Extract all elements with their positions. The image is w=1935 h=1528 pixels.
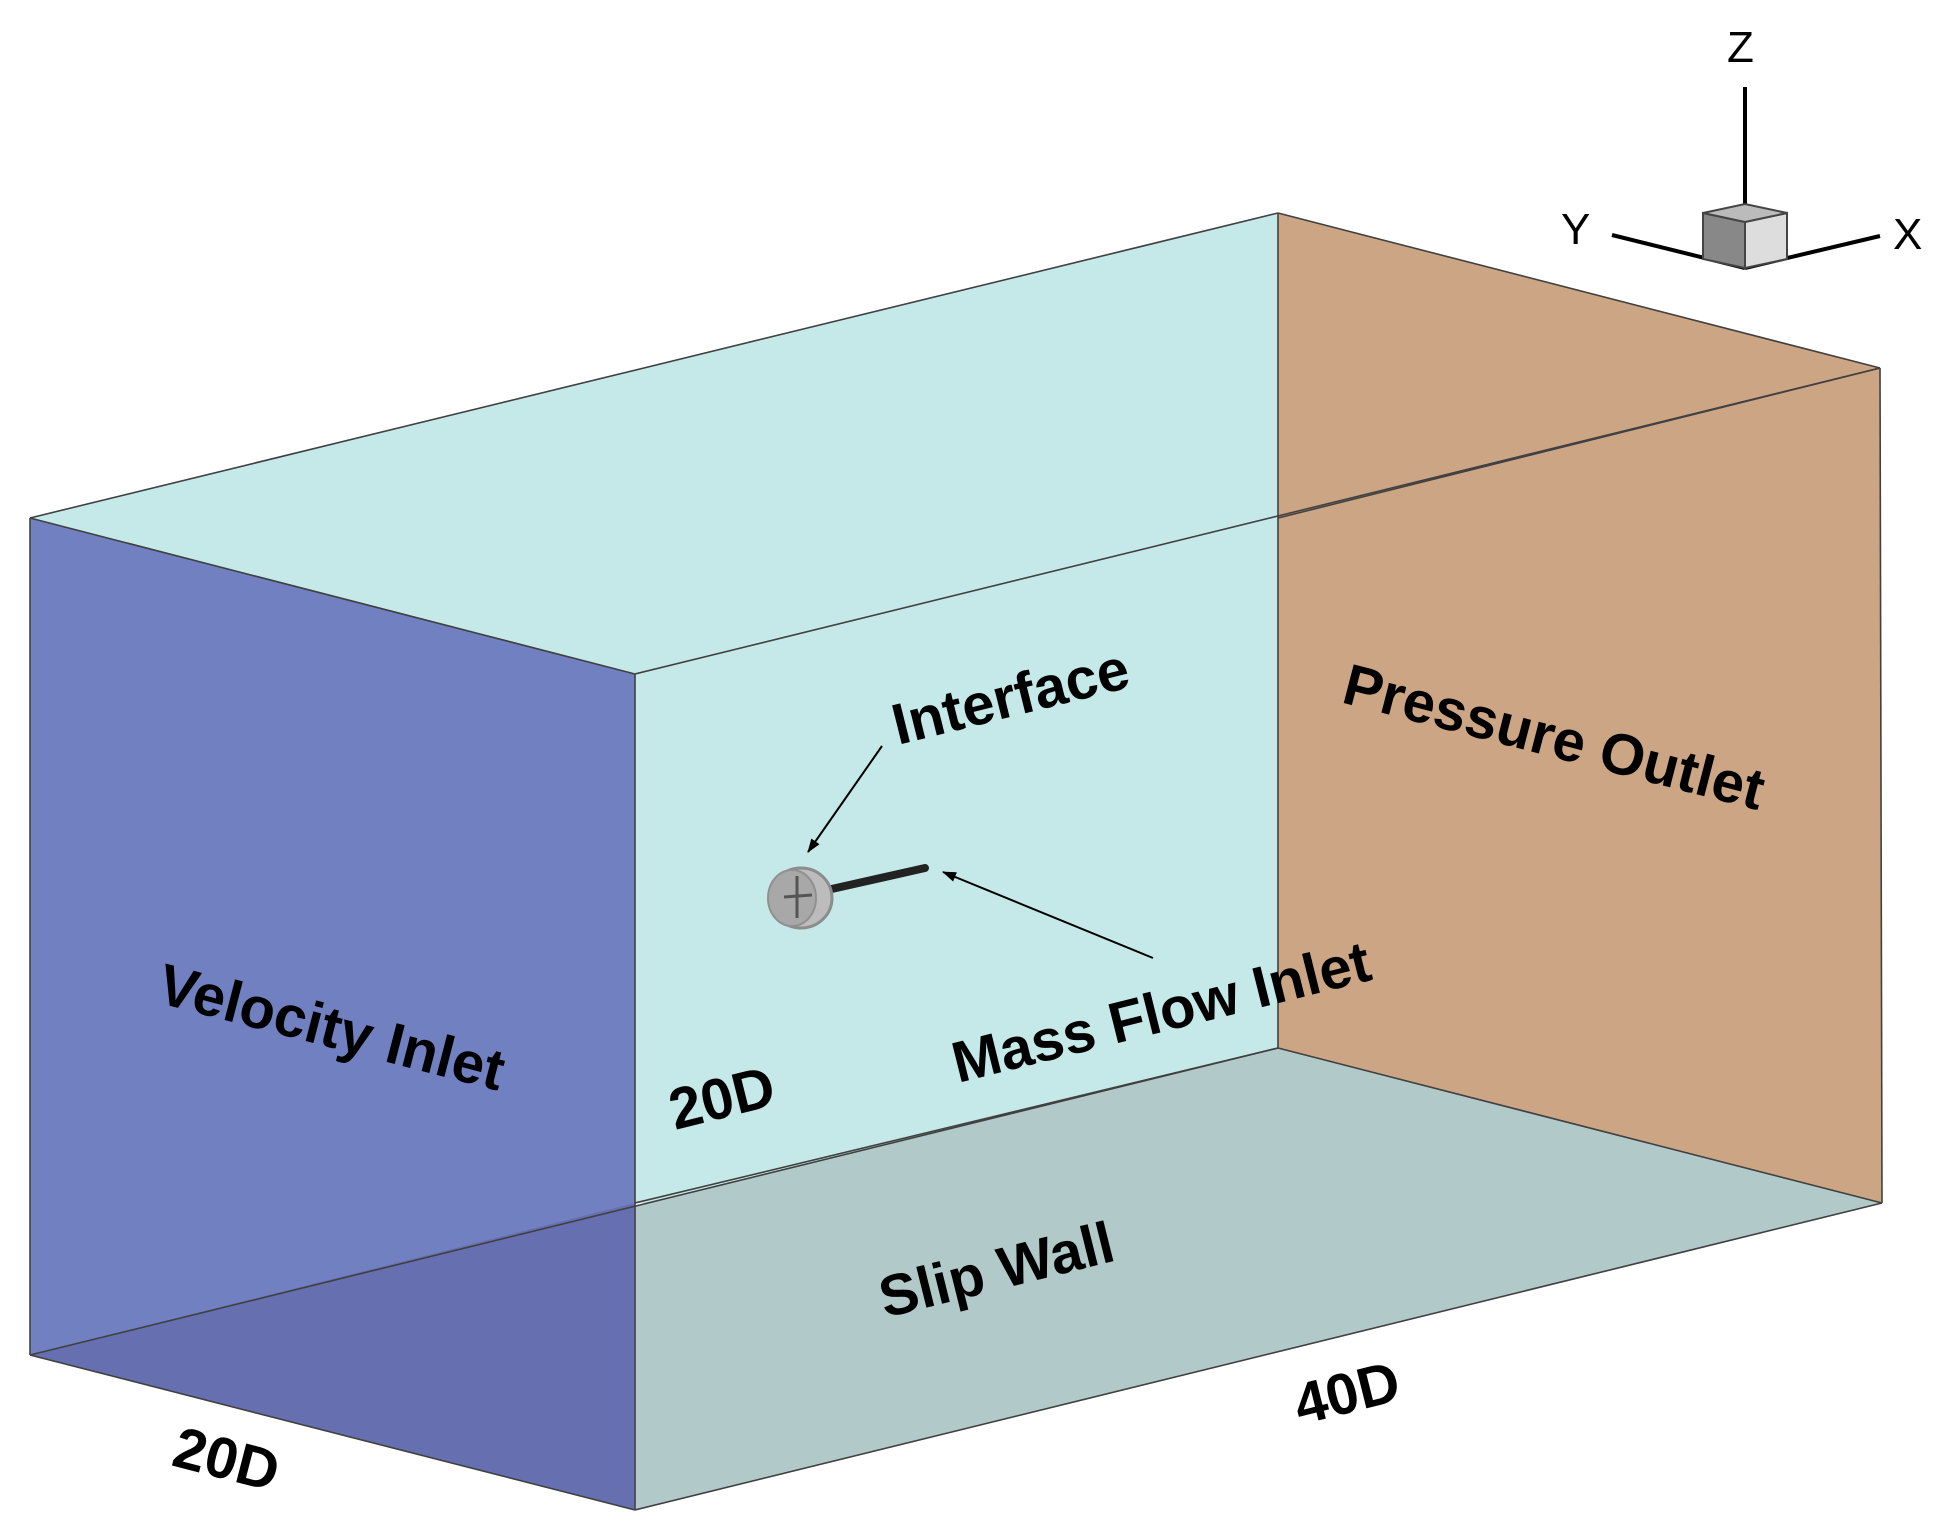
dim-length-label: 40D [1287, 1349, 1406, 1438]
interface-body [767, 864, 929, 930]
mass-flow-arrow [942, 871, 1154, 959]
triad-cube-icon [1702, 202, 1788, 270]
y-axis-label: Y [1561, 205, 1590, 254]
pressure-outlet-face [1278, 213, 1882, 1203]
interface-arrow [807, 745, 883, 853]
z-axis-label: Z [1727, 23, 1754, 72]
axis-triad: Z Y X [1561, 23, 1922, 270]
domain-edges [29, 212, 1883, 1511]
velocity-inlet-lower [30, 1203, 635, 1510]
x-axis-label: X [1893, 210, 1922, 259]
dim-width-label: 20D [167, 1415, 286, 1505]
